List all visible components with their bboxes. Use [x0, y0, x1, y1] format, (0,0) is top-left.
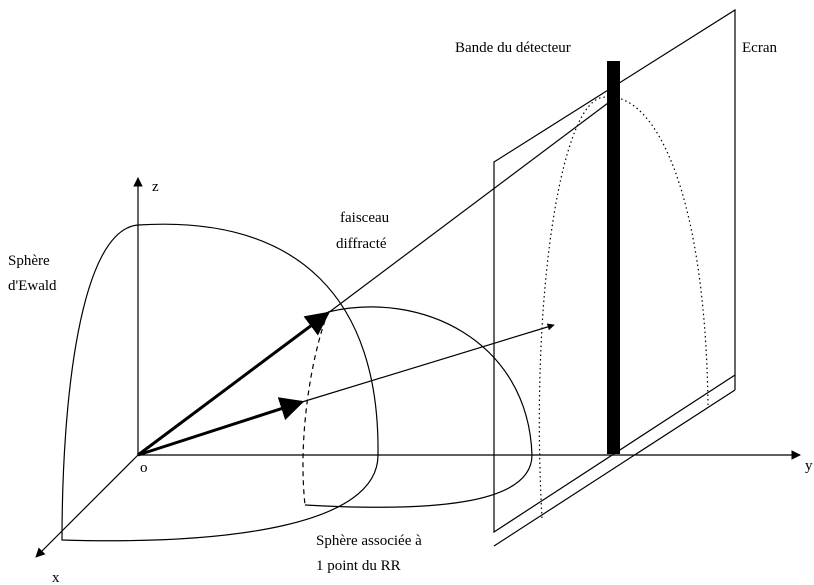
x-axis-label: x	[52, 570, 60, 585]
secondary-beam-line	[301, 323, 555, 403]
diffracted-beam-vector	[137, 311, 330, 457]
detector-band	[607, 61, 620, 454]
assoc-label-line2: 1 point du RR	[316, 558, 401, 574]
assoc-label-line1: Sphère associée à	[316, 533, 422, 549]
projection-arc	[538, 96, 709, 519]
ewald-label-line2: d'Ewald	[8, 278, 57, 294]
z-axis-label: z	[152, 179, 159, 195]
secondary-vector	[137, 397, 305, 457]
beam-label-line1: faisceau	[340, 210, 390, 226]
x-axis	[35, 454, 139, 558]
band-label: Bande du détecteur	[455, 40, 571, 56]
ewald-label-line1: Sphère	[8, 253, 50, 269]
associated-sphere-hidden-edge	[302, 311, 329, 506]
y-axis-label: y	[805, 458, 813, 474]
beam-label-line2: diffracté	[336, 236, 387, 252]
screen-bottom-edge	[493, 389, 736, 547]
diffracted-beam-line	[327, 99, 613, 314]
associated-sphere-outline	[304, 306, 533, 508]
origin-label: o	[140, 460, 148, 476]
screen-label: Ecran	[742, 40, 777, 56]
ewald-sphere-outline	[61, 223, 379, 542]
